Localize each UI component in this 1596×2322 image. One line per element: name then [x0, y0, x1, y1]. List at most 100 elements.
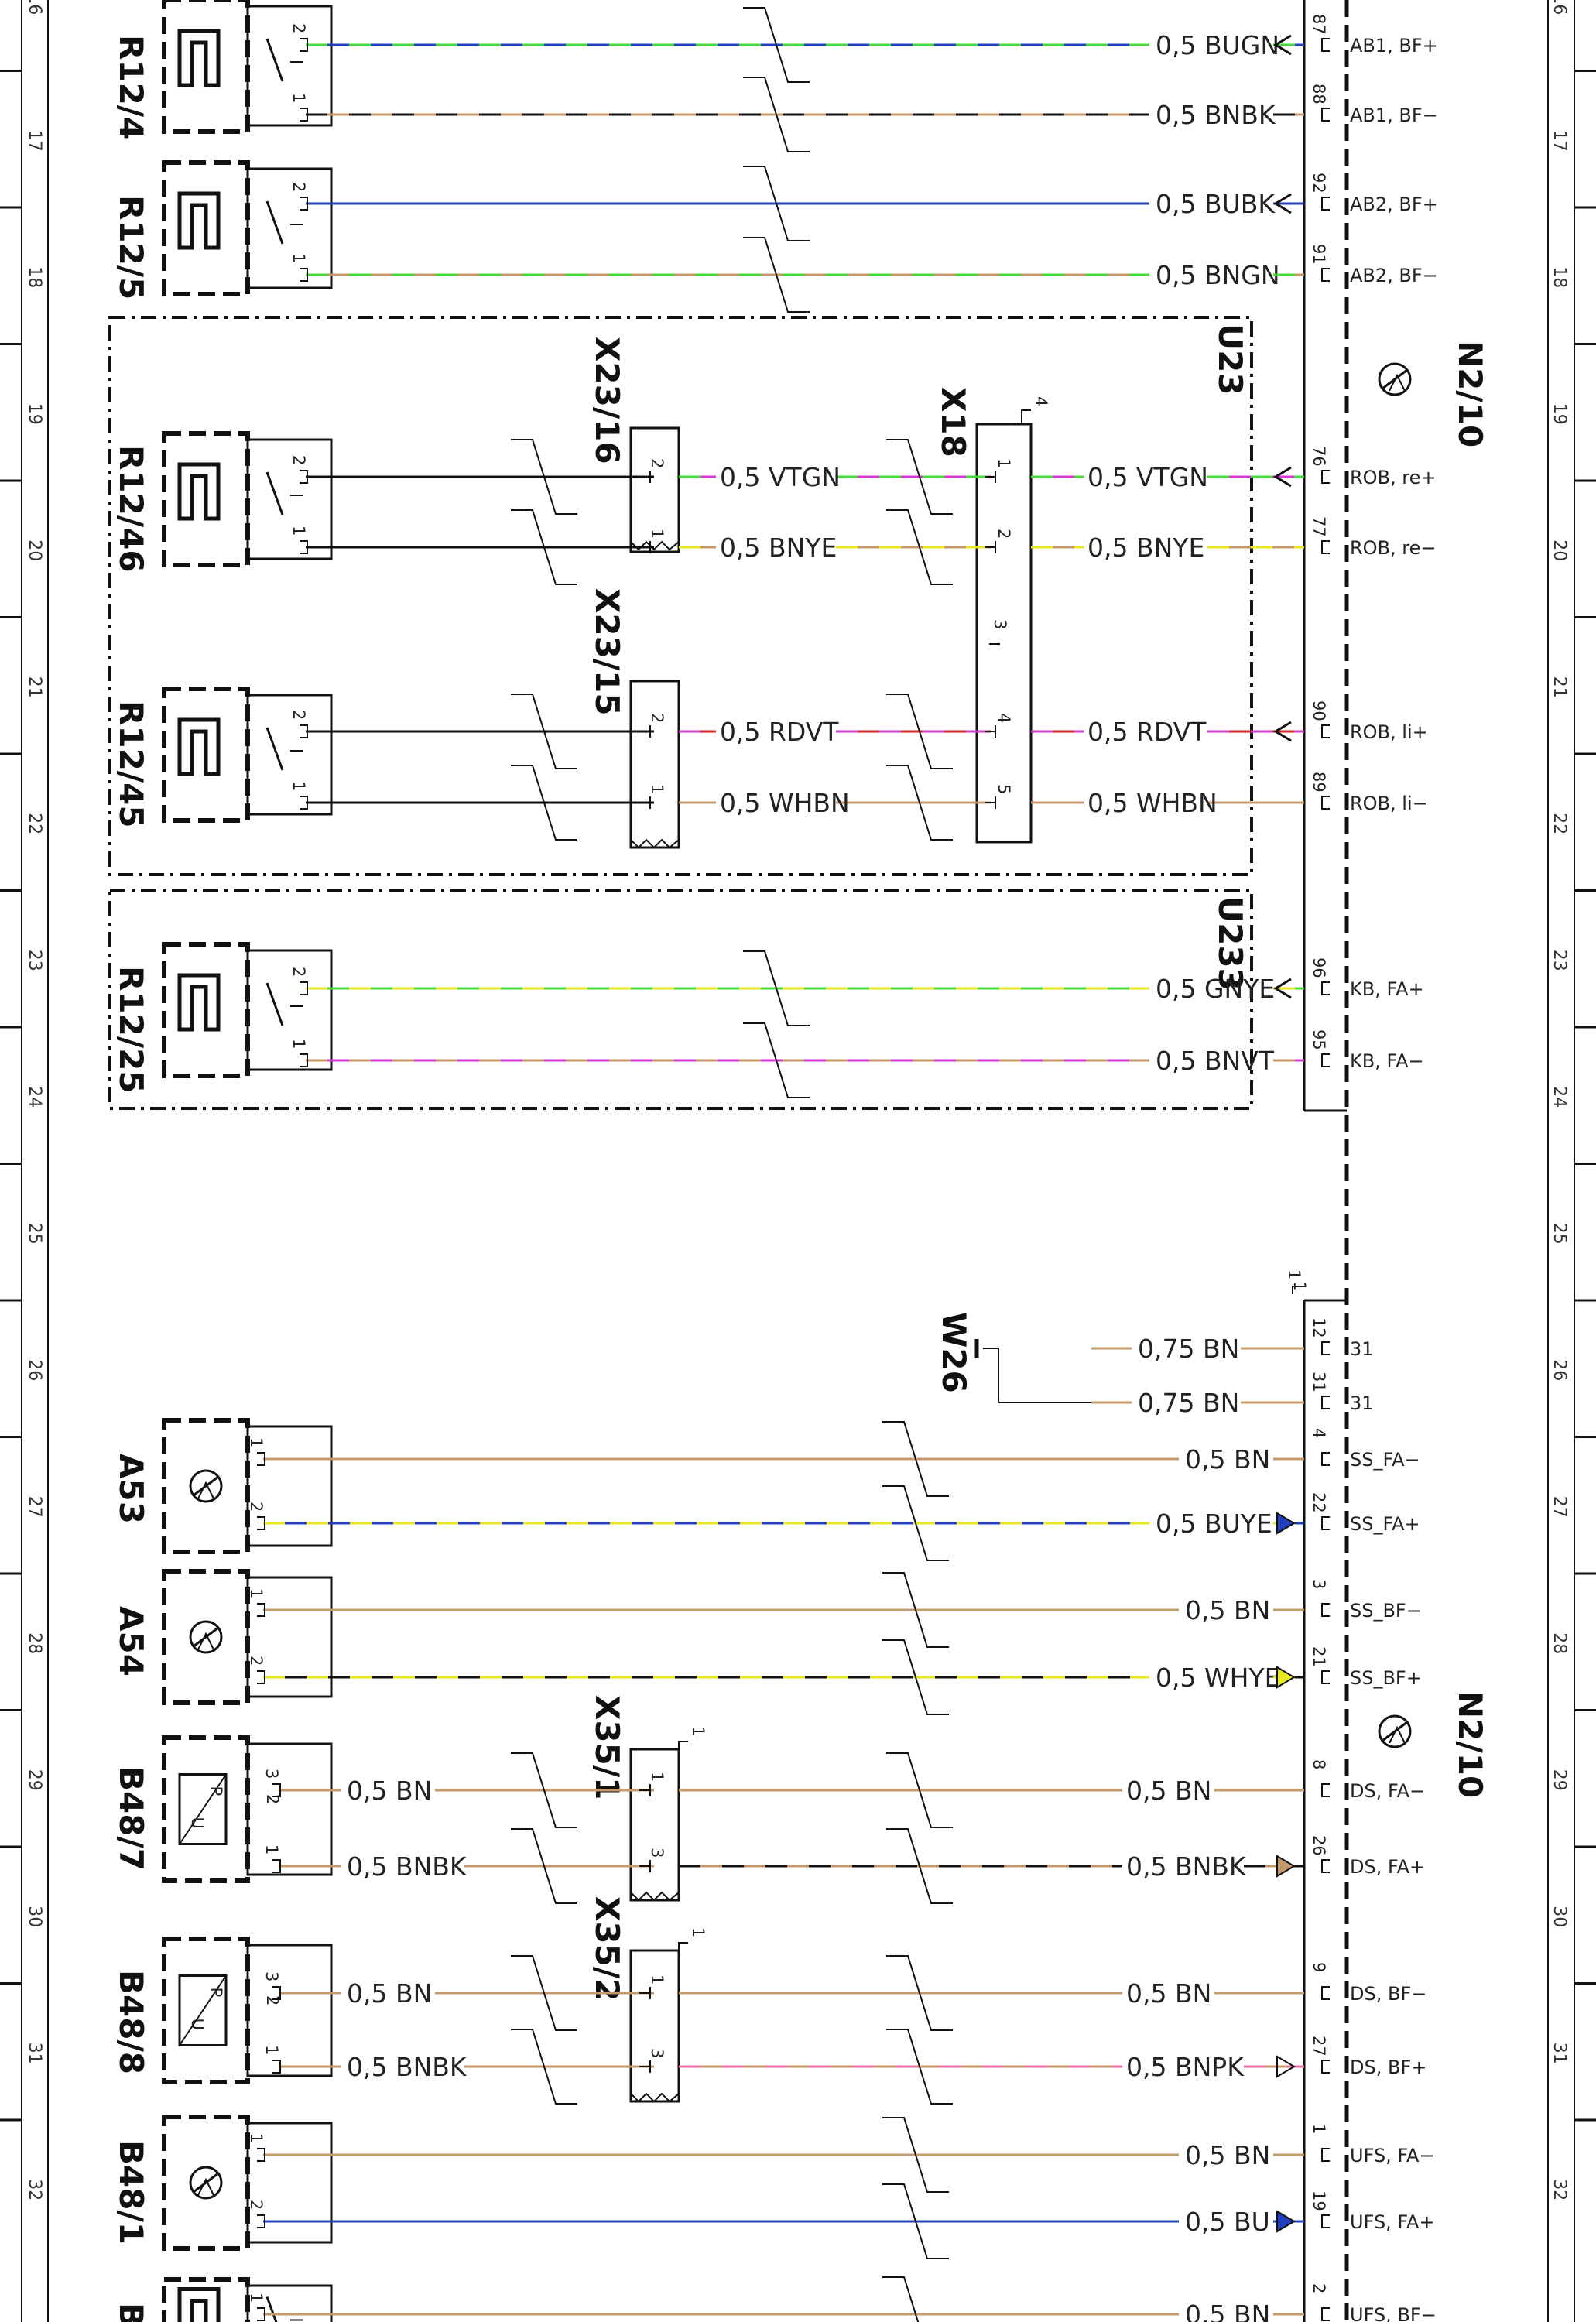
- b-cut-label: B: [112, 2303, 150, 2322]
- zone-number-right: 22: [1550, 813, 1569, 834]
- pressure-sensor-icon: [178, 1773, 228, 1845]
- twisted-pair-mark: [511, 509, 577, 585]
- left-pin-number: 1: [247, 1437, 265, 1447]
- zone-number-left: 28: [25, 1632, 44, 1654]
- wire-label: 0,5 BUBK: [1156, 189, 1276, 219]
- cu-pin-number: 89: [1310, 772, 1328, 793]
- u233-label: U233: [1211, 896, 1249, 991]
- zone-number-left: 24: [25, 1086, 44, 1108]
- twisted-pair-mark: [882, 2117, 949, 2193]
- zone-number-right: 23: [1550, 950, 1569, 971]
- cu-signal-label: DS, BF−: [1350, 1983, 1426, 2005]
- twisted-pair-mark: [886, 694, 953, 769]
- pin-terminal: [300, 724, 308, 738]
- left-pin-number: 1: [247, 2293, 265, 2303]
- cu-pin-terminal: [1321, 540, 1330, 554]
- cu-pin-number: 87: [1310, 14, 1328, 35]
- connector-pin: 3: [648, 1848, 666, 1858]
- r12-45-housing: [162, 687, 333, 823]
- left-pin-number: 2: [289, 23, 308, 33]
- pin-terminal: [300, 38, 308, 52]
- twisted-pair-mark: [886, 765, 953, 841]
- twisted-pair-mark: [511, 1752, 577, 1828]
- wire-label: 0,75 BN: [1138, 1388, 1239, 1418]
- zone-number-right: 25: [1550, 1223, 1569, 1245]
- twisted-pair-mark: [882, 1639, 949, 1715]
- x18-top-pin: 4: [1032, 396, 1050, 406]
- cu-pin-terminal: [1321, 1396, 1330, 1409]
- signal-arrow-icon: [1276, 2210, 1296, 2233]
- cu-pin-number: 90: [1310, 700, 1328, 721]
- wire-label: 0,5 BNVT: [1156, 1046, 1275, 1076]
- wire-label: 0,5 BNYE: [1087, 533, 1204, 563]
- signal-arrow-icon: [1276, 1855, 1296, 1878]
- x35-2-top-pin: 1: [689, 1927, 707, 1937]
- wire-label: 0,5 BN: [1185, 2140, 1270, 2170]
- pin-terminal: [300, 197, 308, 211]
- heater-element-icon: [177, 973, 221, 1032]
- cu-signal-label: UFS, BF−: [1350, 2304, 1437, 2322]
- twisted-pair-mark: [511, 2029, 577, 2105]
- wire-left-label: 0,5 BNBK: [347, 1851, 467, 1882]
- cu-signal-label: SS_FA−: [1350, 1449, 1420, 1471]
- left-pin-number: 2: [289, 710, 308, 720]
- pressure-sensor-icon: [178, 1974, 228, 2046]
- cu-pin-terminal: [1321, 1341, 1330, 1355]
- cu-pin-terminal: [1321, 108, 1330, 122]
- signal-arrow-icon: [1276, 1512, 1296, 1535]
- cu-pin-terminal: [1321, 2214, 1330, 2228]
- cu-pin-number: 88: [1310, 84, 1328, 104]
- pin-terminal: [300, 268, 308, 282]
- zone-number-right: 20: [1550, 539, 1569, 561]
- pin-terminal: [257, 1516, 265, 1530]
- twisted-pair-mark: [743, 77, 810, 152]
- n2-10-bottom-label: N2/10: [1378, 1691, 1489, 1798]
- r12-4-housing: [162, 0, 333, 134]
- left-pin-number: 3: [262, 1971, 281, 1981]
- zone-number-left: 17: [25, 130, 44, 152]
- zone-number-right: 26: [1550, 1359, 1569, 1381]
- pin-terminal: [300, 108, 308, 122]
- left-pin-number: 1: [247, 1588, 265, 1598]
- twisted-pair-mark: [886, 1955, 953, 2031]
- twisted-pair-mark: [886, 439, 953, 515]
- n2-10-border: [1303, 0, 1349, 2322]
- cu-pin-number: 19: [1310, 2190, 1328, 2211]
- zone-number-right: 18: [1550, 266, 1569, 288]
- zone-number-right: 19: [1550, 403, 1569, 425]
- wire-mid-label: 0,5 BNYE: [720, 533, 837, 563]
- cu-signal-label: ROB, li−: [1350, 793, 1428, 814]
- wire-label: 0,5 BN: [1126, 1978, 1211, 2009]
- cu-pin-terminal: [1321, 197, 1330, 211]
- twisted-pair-mark: [511, 765, 577, 841]
- connector-x23-16: [629, 426, 680, 553]
- left-pin-number: 2: [247, 1502, 265, 1512]
- u23-option-box: U23: [108, 316, 1253, 876]
- twisted-pair-mark: [886, 2029, 953, 2105]
- cu-signal-label: DS, BF+: [1350, 2057, 1426, 2078]
- cu-signal-label: SS_BF−: [1350, 1600, 1422, 1622]
- left-pin-number: 2: [289, 455, 308, 465]
- zone-number-left: 22: [25, 813, 44, 834]
- x23-16-label: X23/16: [588, 337, 626, 464]
- zone-number-right: 32: [1550, 2179, 1569, 2200]
- twisted-pair-mark: [882, 1421, 949, 1497]
- r12-25-label: R12/25: [112, 966, 150, 1094]
- connector-x18: 4 3: [975, 396, 1050, 844]
- cu-pin-number: 77: [1310, 516, 1328, 537]
- wire-left-label: 0,5 BN: [347, 1978, 432, 2009]
- b48-8-mid-pin: 2: [263, 1995, 282, 2005]
- zone-number-left: 23: [25, 950, 44, 971]
- left-pin-number: 1: [247, 2133, 265, 2143]
